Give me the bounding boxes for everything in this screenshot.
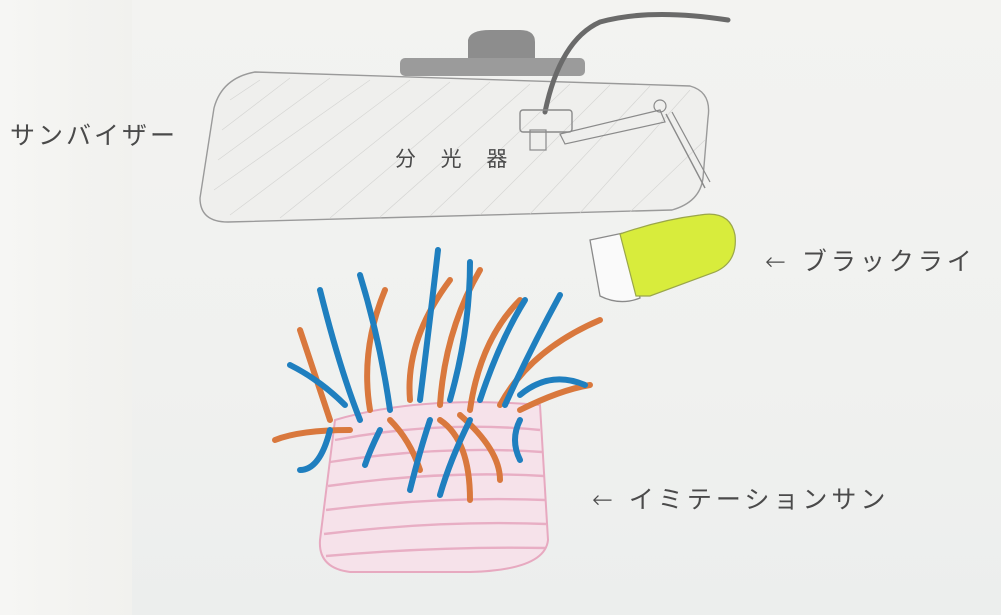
label-spectrometer: 分 光 器 bbox=[395, 143, 516, 173]
sun-visor-drawing bbox=[200, 14, 728, 222]
label-sun-visor: サンバイザー bbox=[10, 116, 178, 152]
blacklight-drawing bbox=[590, 214, 735, 301]
label-imitation-anemone: ← イミテーションサン bbox=[592, 480, 889, 516]
label-blacklight: ← ブラックライ bbox=[765, 242, 976, 278]
